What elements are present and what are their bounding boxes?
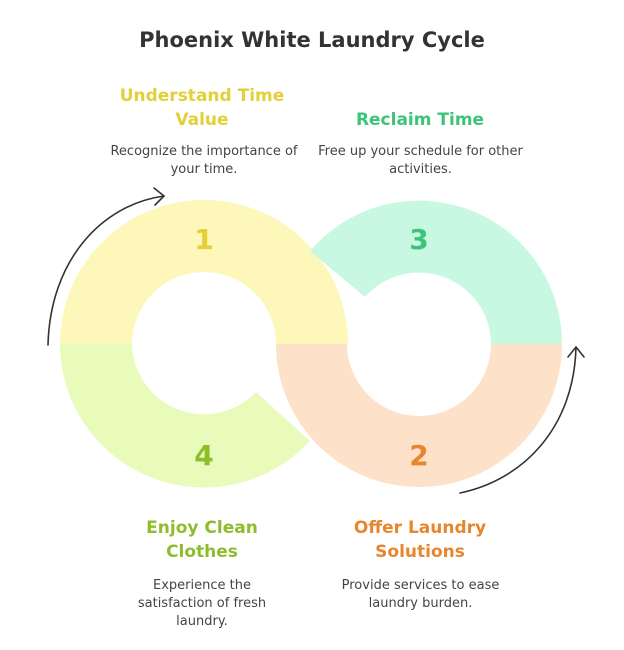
cycle-arrow-left-icon [47,187,165,346]
segment-step-3 [310,200,563,344]
step-title-1: Understand Time Value [119,86,285,130]
segment-step-4 [60,344,310,488]
step-number-2: 2 [409,439,428,472]
page-title: Phoenix White Laundry Cycle [139,28,485,52]
step-desc-1: Recognize the importance of your time. [110,144,298,177]
step-desc-3: Free up your schedule for other activiti… [318,144,523,177]
segment-step-2 [276,344,562,487]
cycle-arrow-right-icon [459,346,585,494]
step-title-3: Reclaim Time [355,110,485,130]
step-desc-2: Provide services to ease laundry burden. [341,578,500,611]
step-number-4: 4 [194,439,213,472]
step-number-1: 1 [194,223,213,256]
step-desc-4: Experience the satisfaction of fresh lau… [137,578,267,629]
segment-step-1 [60,200,348,344]
step-title-2: Offer Laundry Solutions [353,518,487,562]
step-number-3: 3 [409,223,428,256]
step-title-4: Enjoy Clean Clothes [146,518,258,562]
